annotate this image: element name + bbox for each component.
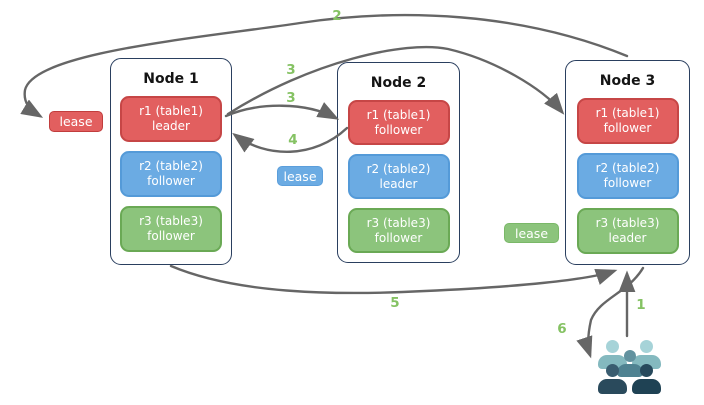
lease-badge-table2: lease <box>277 166 323 186</box>
node-3-replica-r2: r2 (table2) follower <box>576 153 679 199</box>
node-2: Node 2 r1 (table1) follower r2 (table2) … <box>337 62 460 263</box>
replica-label: r1 (table1) <box>595 106 660 120</box>
replica-role: follower <box>603 176 652 190</box>
lease-badge-table1: lease <box>49 111 103 132</box>
replica-role: follower <box>374 230 423 245</box>
step-label-3b: 3 <box>286 90 296 106</box>
node-2-replica-r1: r1 (table1) follower <box>347 100 450 145</box>
replica-label: r2 (table2) <box>595 161 660 175</box>
node-1-replica-r2: r2 (table2) follower <box>120 151 222 197</box>
node-3-replica-r3: r3 (table3) leader <box>576 208 679 254</box>
step-label-4: 4 <box>288 132 298 148</box>
node-2-replica-r2: r2 (table2) leader <box>347 154 450 199</box>
replica-role: leader <box>608 231 647 245</box>
arrow-step5-node1-to-node3 <box>169 264 618 295</box>
replica-label: r3 (table3) <box>595 216 660 230</box>
node-3-replica-r1: r1 (table1) follower <box>576 98 679 144</box>
replica-label: r2 (table2) <box>366 161 431 176</box>
node-1: Node 1 r1 (table1) leader r2 (table2) fo… <box>110 58 232 265</box>
replica-label: r1 (table1) <box>139 104 203 118</box>
node-2-title: Node 2 <box>370 75 427 91</box>
step-label-6: 6 <box>557 321 567 337</box>
step-label-5: 5 <box>390 295 400 311</box>
replica-role: follower <box>374 122 423 137</box>
node-3-title: Node 3 <box>599 73 656 89</box>
node-3: Node 3 r1 (table1) follower r2 (table2) … <box>565 60 690 265</box>
replica-role: follower <box>147 174 195 188</box>
replica-role: follower <box>603 121 652 135</box>
replica-label: r3 (table3) <box>139 214 203 228</box>
step-label-2: 2 <box>332 8 342 24</box>
replica-role: follower <box>147 229 195 243</box>
users-icon <box>593 338 673 394</box>
node-1-title: Node 1 <box>143 71 199 87</box>
replica-role: leader <box>379 176 418 191</box>
replica-label: r3 (table3) <box>366 215 431 230</box>
node-1-replica-r3: r3 (table3) follower <box>120 206 222 252</box>
replica-label: r1 (table1) <box>366 107 431 122</box>
step-label-1: 1 <box>636 297 646 313</box>
lease-badge-table3: lease <box>504 223 559 243</box>
step-label-3a: 3 <box>286 62 296 78</box>
arrow-step3-leader-to-node2 <box>224 102 340 120</box>
replica-label: r2 (table2) <box>139 159 203 173</box>
node-2-replica-r3: r3 (table3) follower <box>347 208 450 253</box>
replica-role: leader <box>151 119 190 133</box>
node-1-replica-r1: r1 (table1) leader <box>120 96 222 142</box>
